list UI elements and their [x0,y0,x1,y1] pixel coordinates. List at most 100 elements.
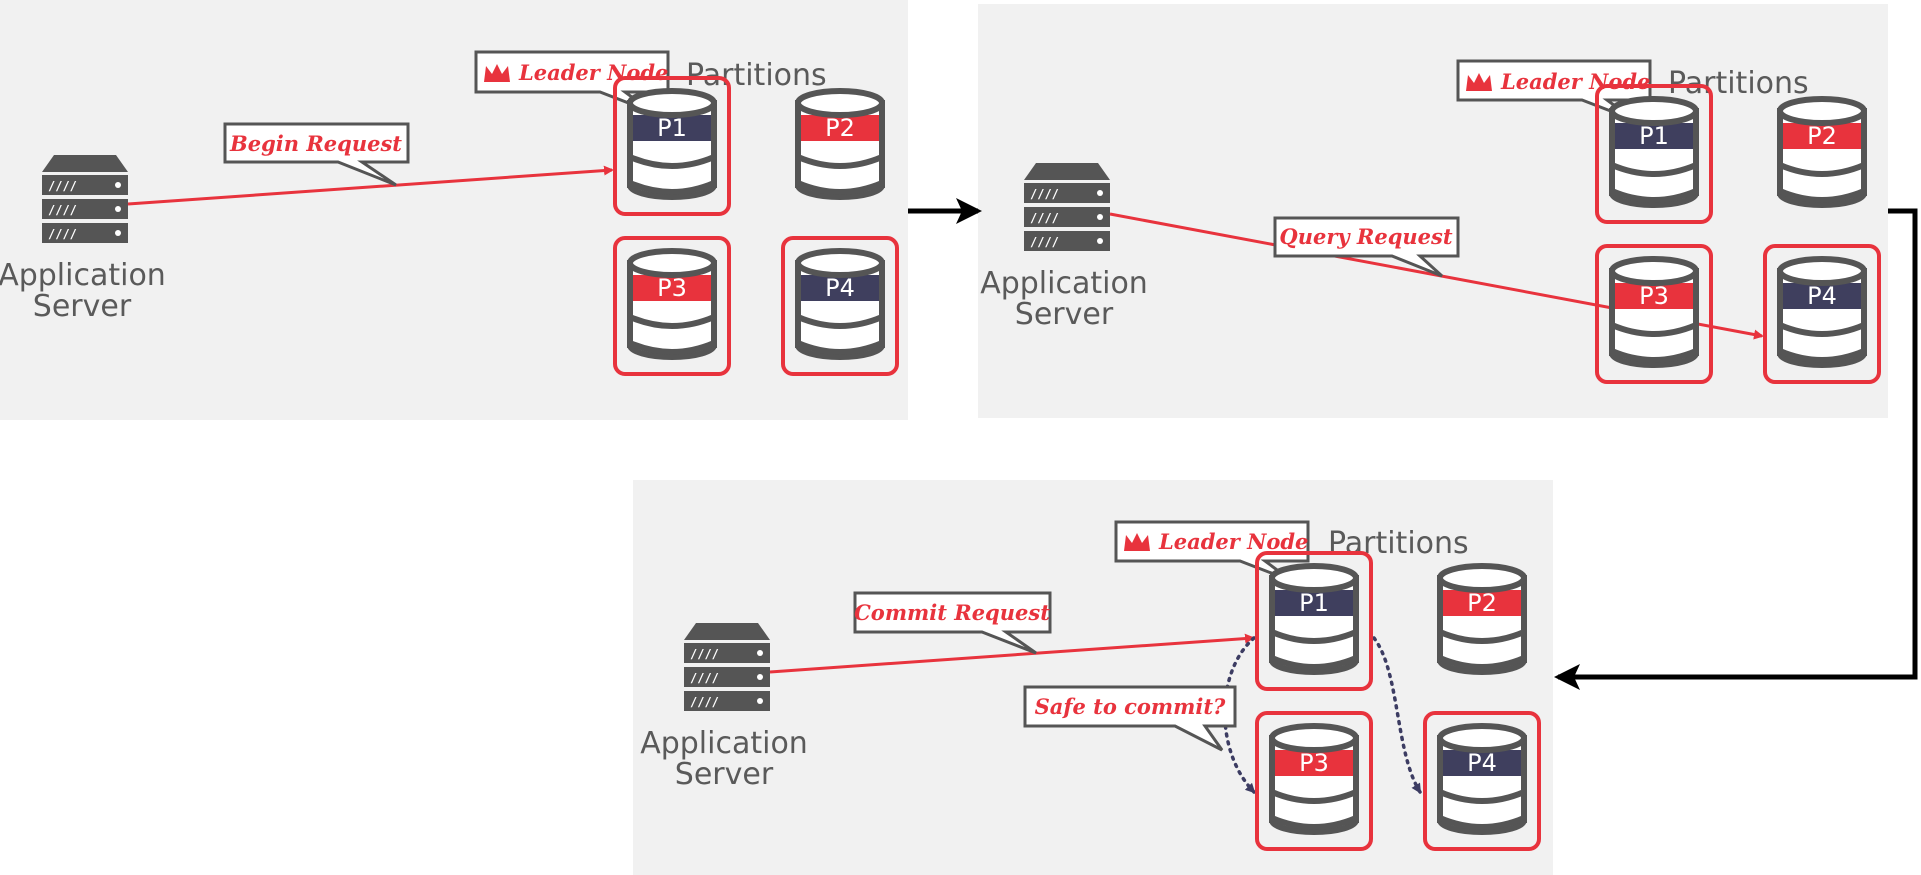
partition-p2: P2 [795,88,885,200]
partition-band [1275,750,1353,776]
partition-p4: P4 [1423,711,1541,851]
partition-label: P1 [1299,589,1329,617]
partition-band [633,115,711,141]
safe-to-commit-arrow-p4 [1372,636,1422,794]
leader-node-callout: Leader Node [474,50,670,114]
partition-band [1275,590,1353,616]
database-icon [1269,563,1359,675]
leader-node-label: Leader Node [1158,529,1308,554]
query-request-callout: Query Request [1273,216,1460,278]
safe-to-commit-label: Safe to commit? [1035,694,1226,719]
server-label-line2: Server [1015,297,1114,332]
crown-icon [1124,533,1150,551]
svg-text:////: //// [690,695,719,709]
partition-band [1783,283,1861,309]
database-icon [795,88,885,200]
commit-request-arrow [769,633,1255,674]
partition-label: P3 [1299,749,1329,777]
partitions-title: Partitions [1668,66,1809,101]
application-server: //// //// //// Application Server [980,163,1148,332]
database-icon [1437,723,1527,835]
server-icon: //// //// //// [1024,163,1110,251]
partition-p4: P4 [781,236,899,376]
server-label-line2: Server [675,757,774,792]
begin-request-callout: Begin Request [223,122,410,187]
svg-text:////: //// [1030,235,1059,249]
database-icon [1269,723,1359,835]
partition-p2: P2 [1437,563,1527,675]
begin-request-label: Begin Request [229,131,402,156]
database-icon [795,248,885,360]
partition-label: P3 [657,274,687,302]
flow-arrow-query-to-commit [1554,208,1918,690]
panel-begin-background [0,0,908,420]
partition-p3: P3 [1595,244,1713,384]
partition-label: P4 [1467,749,1497,777]
partition-highlight-box [1763,244,1881,384]
database-icon [627,248,717,360]
svg-text:////: //// [48,179,77,193]
partition-label: P4 [1807,282,1837,310]
partition-p3: P3 [613,236,731,376]
partition-highlight-box [1595,244,1713,384]
partition-band [1443,590,1521,616]
partition-highlight-box [781,236,899,376]
partition-band [633,275,711,301]
commit-request-callout: Commit Request [853,591,1052,655]
partitions-title: Partitions [1328,526,1469,561]
database-icon [1609,256,1699,368]
partition-highlight-box [613,76,731,216]
leader-node-label: Leader Node [1500,69,1650,94]
commit-request-label: Commit Request [854,600,1050,625]
database-icon [1777,96,1867,208]
crown-icon [1466,73,1492,91]
server-label-line1: Application [980,266,1148,301]
svg-text:////: //// [1030,211,1059,225]
partition-band [801,115,879,141]
crown-icon [484,64,510,82]
svg-text:////: //// [1030,187,1059,201]
partition-label: P2 [1467,589,1497,617]
server-label-line1: Application [0,258,166,293]
server-icon: //// //// //// [42,155,128,243]
partition-highlight-box [1255,711,1373,851]
query-request-label: Query Request [1279,224,1452,249]
server-label-line2: Server [33,289,132,324]
begin-request-arrow [127,165,614,206]
database-icon [1609,96,1699,208]
partition-p2: P2 [1777,96,1867,208]
application-server: //// //// //// Application Server [0,155,166,324]
partition-band [801,275,879,301]
partition-label: P3 [1639,282,1669,310]
partition-highlight-box [1255,551,1373,691]
database-icon [627,88,717,200]
partition-band [1615,123,1693,149]
partition-p1: P1 [613,76,731,216]
partition-label: P2 [825,114,855,142]
server-label-line1: Application [640,726,808,761]
application-server: //// //// //// Application Server [640,623,808,792]
leader-node-label: Leader Node [518,60,668,85]
partition-label: P2 [1807,122,1837,150]
partition-p1: P1 [1255,551,1373,691]
panel-query: //// //// //// Application Server Partit… [980,59,1881,384]
svg-text:////: //// [690,671,719,685]
partition-highlight-box [1423,711,1541,851]
partition-p4: P4 [1763,244,1881,384]
partition-label: P1 [1639,122,1669,150]
database-icon [1437,563,1527,675]
partition-band [1615,283,1693,309]
svg-text:////: //// [48,227,77,241]
panel-commit-background [633,480,1553,875]
partition-label: P1 [657,114,687,142]
leader-node-callout: Leader Node [1114,520,1310,583]
panel-begin: //// //// //// Application Server Partit… [0,50,899,376]
partition-label: P4 [825,274,855,302]
partition-p3: P3 [1255,711,1373,851]
partition-band [1443,750,1521,776]
partition-p1: P1 [1595,84,1713,224]
svg-text:////: //// [690,647,719,661]
partition-highlight-box [613,236,731,376]
svg-text:////: //// [48,203,77,217]
